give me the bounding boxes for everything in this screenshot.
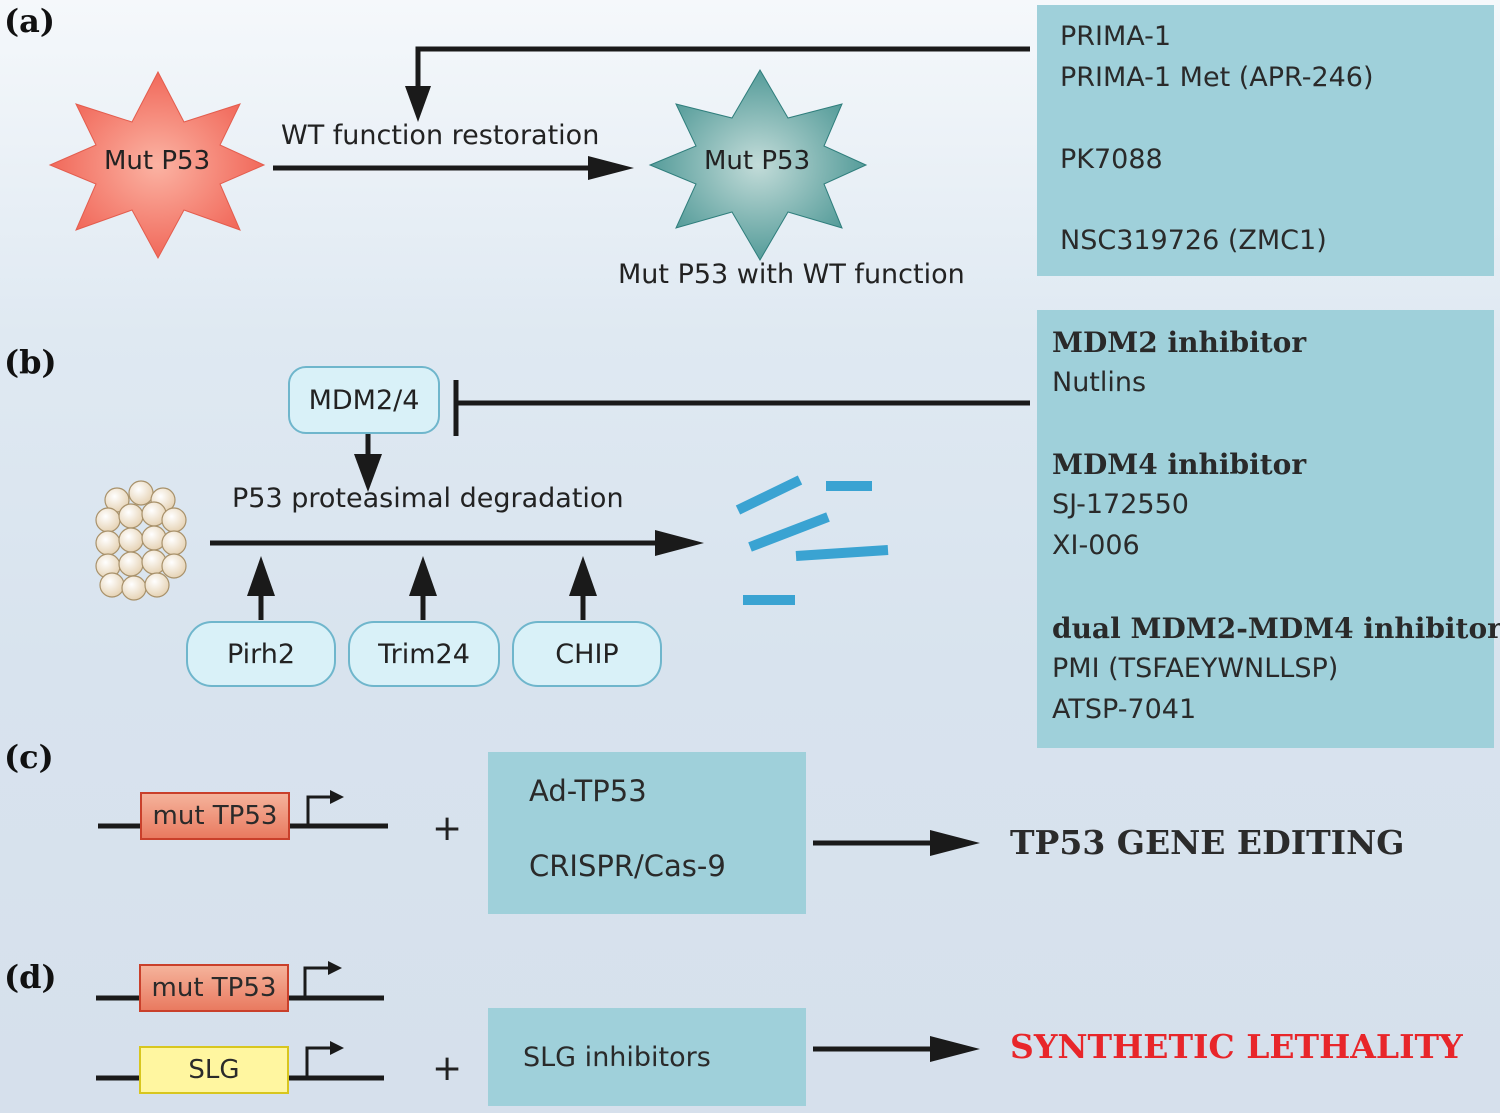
drug-item: PK7088 [1060, 144, 1163, 175]
method-item: Ad-TP53 [529, 774, 647, 808]
degradation-label: P53 proteasimal degradation [232, 483, 624, 514]
slg-gene: SLG [139, 1046, 289, 1094]
chip-up-arrowhead [569, 556, 597, 596]
panel-d-slg-promoter-icon [305, 1046, 332, 1078]
drug-item: PRIMA-1 Met (APR-246) [1060, 62, 1374, 93]
panel-b-letter: (b) [4, 343, 57, 381]
proteasome-icon [95, 480, 187, 601]
panel-a-drug-box: PRIMA-1 PRIMA-1 Met (APR-246) PK7088 NSC… [1037, 5, 1494, 276]
restored-p53-star [648, 69, 868, 261]
panel-a-letter: (a) [4, 2, 56, 40]
panel-c-result-arrowhead [930, 830, 980, 856]
gene-editing-result: TP53 GENE EDITING [1010, 823, 1405, 862]
inhibitor-item: SJ-172550 [1052, 489, 1189, 520]
trim24-up-arrowhead [409, 556, 437, 596]
panel-d-mut-promoter-flag [328, 961, 342, 975]
restored-caption: Mut P53 with WT function [618, 259, 965, 290]
drug-feedback-arrowhead [405, 86, 431, 122]
restoration-label: WT function restoration [281, 120, 600, 151]
pirh2-node: Pirh2 [186, 621, 336, 687]
panel-d-slg-promoter-flag [330, 1041, 344, 1055]
panel-d-letter: (d) [4, 958, 57, 996]
restored-star-label: Mut P53 [704, 146, 811, 176]
trim24-node: Trim24 [348, 621, 500, 687]
inhibitor-group-heading: dual MDM2-MDM4 inhibitor [1052, 612, 1500, 645]
panel-c-promoter-icon [306, 795, 332, 826]
panel-d-plus: + [432, 1048, 463, 1089]
degraded-fragments-icon [735, 475, 889, 605]
restoration-arrowhead [588, 156, 634, 180]
panel-b-inhibitor-box: MDM2 inhibitor Nutlins MDM4 inhibitor SJ… [1037, 310, 1500, 748]
panel-c-mut-tp53-gene: mut TP53 [140, 792, 290, 840]
inhibitor-item: XI-006 [1052, 530, 1140, 561]
inhibitor-group-heading: MDM2 inhibitor [1052, 326, 1307, 359]
drug-item: NSC319726 (ZMC1) [1060, 225, 1327, 256]
chip-node: CHIP [512, 621, 662, 687]
inhibitor-item: ATSP-7041 [1052, 694, 1197, 725]
drug-item: PRIMA-1 [1060, 21, 1172, 52]
panel-c-plus: + [432, 808, 463, 849]
panel-d-inhibitor-box: SLG inhibitors [488, 1008, 806, 1106]
panel-d-mut-promoter-icon [303, 966, 330, 998]
synthetic-lethality-result: SYNTHETIC LETHALITY [1010, 1027, 1463, 1066]
panel-d-result-arrowhead [930, 1036, 980, 1062]
degradation-arrowhead [655, 530, 704, 556]
mutant-star-label: Mut P53 [104, 146, 211, 176]
panel-c-letter: (c) [4, 738, 54, 776]
pirh2-up-arrowhead [247, 556, 275, 596]
inhibitor-item: PMI (TSFAEYWNLLSP) [1052, 653, 1339, 684]
slg-inhibitors-label: SLG inhibitors [523, 1042, 711, 1073]
panel-c-method-box: Ad-TP53 CRISPR/Cas-9 [488, 752, 806, 914]
mdm-down-arrowhead [354, 454, 382, 492]
mutant-p53-star [48, 70, 266, 260]
inhibitor-group-heading: MDM4 inhibitor [1052, 448, 1307, 481]
inhibitor-item: Nutlins [1052, 367, 1147, 398]
panel-c-promoter-flag [330, 790, 344, 804]
mdm-node: MDM2/4 [288, 366, 440, 434]
drug-feedback-line [415, 46, 1030, 98]
panel-d-mut-tp53-gene: mut TP53 [139, 964, 289, 1012]
method-item: CRISPR/Cas-9 [529, 849, 726, 883]
